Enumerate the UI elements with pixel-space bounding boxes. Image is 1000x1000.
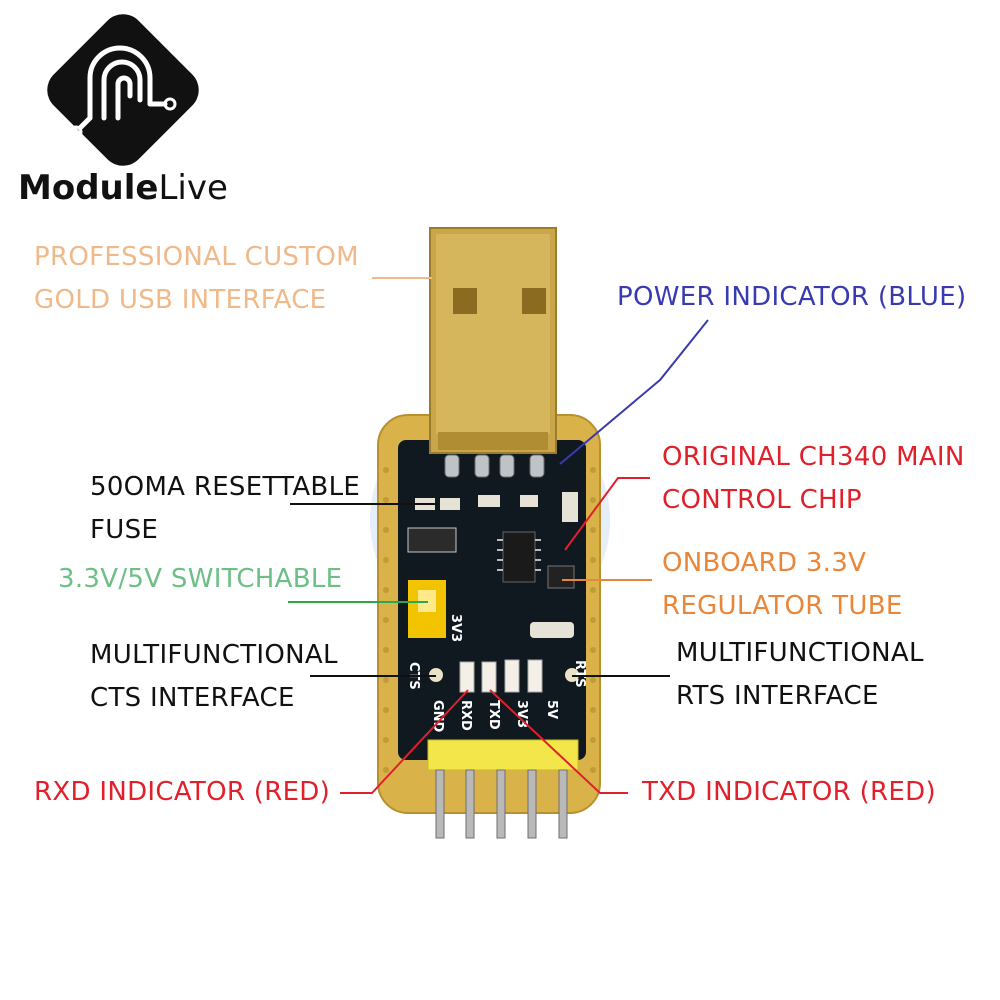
pin-label-rxd: RXD [458, 700, 473, 731]
pin-header [427, 739, 579, 771]
silk-3v3-jumper: 3V3 [448, 614, 463, 642]
modulelive-logo-icon [47, 14, 199, 166]
silk-cts: CTS [406, 662, 421, 690]
callout-switch: 3.3V/5V SWITCHABLE [58, 564, 343, 594]
silk-rts: RTS [572, 660, 587, 688]
pin-label-txd: TXD [486, 700, 501, 730]
brand-name: ModuleLive [18, 168, 228, 208]
pin-label-gnd: GND [430, 700, 445, 733]
pin-label-3v3: 3V3 [514, 700, 529, 728]
pin-label-5v: 5V [544, 700, 559, 719]
ch340-chip [502, 531, 536, 583]
callout-power-indicator: POWER INDICATOR (BLUE) [617, 282, 967, 312]
callout-txd-indicator: TXD INDICATOR (RED) [642, 777, 936, 807]
callout-rxd-indicator: RXD INDICATOR (RED) [34, 777, 331, 807]
regulator-chip [547, 565, 575, 589]
